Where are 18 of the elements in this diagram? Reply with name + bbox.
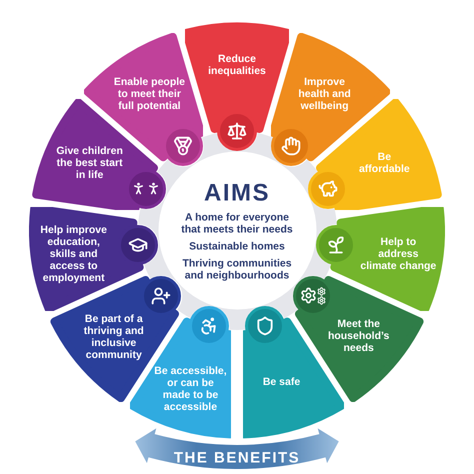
segment-label: Be affordable <box>358 151 411 176</box>
curved-arrow-band <box>135 428 339 469</box>
segment-label: Be part of a thriving and inclusive community <box>82 313 145 362</box>
center-heading: AIMS <box>204 180 270 206</box>
segment-label: Be accessible, or can be made to be accessible <box>154 364 228 413</box>
aim-text: Sustainable homes <box>189 240 285 252</box>
segment-label: Give children the best start in life <box>56 145 124 182</box>
segment-label: Enable people to meet their full potential <box>112 76 186 112</box>
wheel-segment <box>29 207 159 311</box>
band-label: THE BENEFITS <box>174 449 300 466</box>
segment-label: Be safe <box>262 376 300 388</box>
aim-text: A home for everyone that meets their needs <box>180 211 294 235</box>
aim-text: Thriving communities and neighbourhoods <box>181 257 293 281</box>
segment-label: Reduce inequalities <box>207 52 267 76</box>
segment-label: Help improve education, skills and access to employment <box>39 224 108 284</box>
segment-label: Help to address climate change <box>360 236 437 272</box>
segment-label: Improve health and wellbeing <box>297 76 352 112</box>
segment-label: Meet the household’s needs <box>326 318 390 354</box>
